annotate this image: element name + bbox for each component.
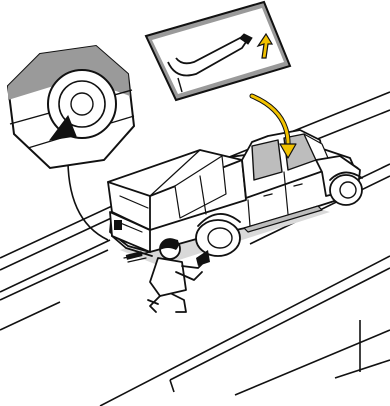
- curb-corner: [170, 380, 174, 392]
- tail-light: [114, 220, 122, 230]
- person-torso: [150, 258, 186, 296]
- sidewalk-edge: [235, 330, 390, 395]
- pickup-truck: [108, 130, 362, 266]
- lane-line: [0, 250, 108, 300]
- person-leg: [172, 294, 186, 312]
- front-wheel-hub: [340, 182, 356, 198]
- lane-line: [0, 240, 110, 292]
- road-curb-upper-lip: [0, 214, 120, 270]
- road-edge-left: [0, 302, 60, 330]
- callout-hub: [71, 93, 93, 115]
- rear-wheel-hub: [208, 228, 232, 248]
- road-curb-lower-lip: [170, 268, 390, 380]
- handbrake-callout: [146, 2, 290, 100]
- sidewalk-joint: [335, 360, 390, 378]
- road-curb-lower: [100, 256, 390, 406]
- rear-side-window: [252, 140, 282, 180]
